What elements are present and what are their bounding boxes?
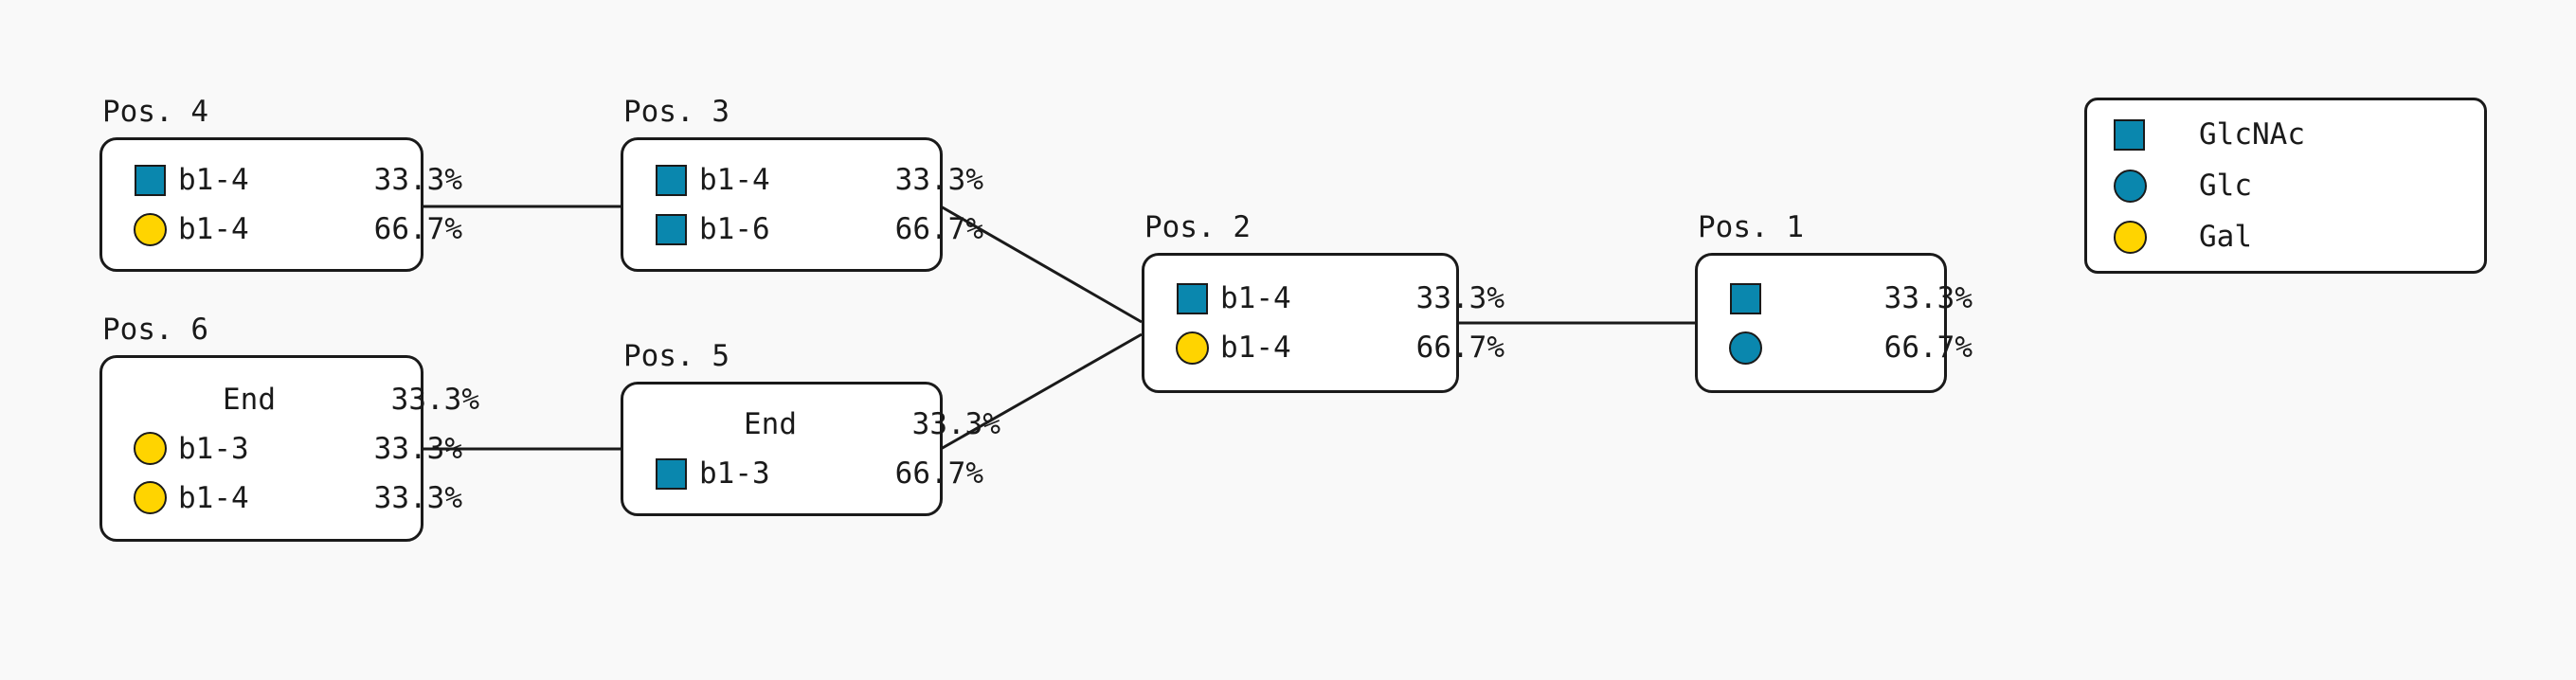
blue-circle-icon	[2114, 169, 2199, 203]
node-pos-2-row-2[interactable]: b1-4 66.7%	[1144, 323, 1504, 372]
node-pos-1-row-1-percent: 33.3%	[1883, 281, 1973, 315]
node-pos-6-title: Pos. 6	[102, 313, 208, 347]
node-pos-1-row-2-percent: 66.7%	[1883, 331, 1973, 365]
node-pos-1-row-1[interactable]: 33.3%	[1698, 274, 1973, 323]
node-pos-2-row-1[interactable]: b1-4 33.3%	[1144, 274, 1504, 323]
node-pos-3-row-1-percent: 33.3%	[894, 163, 983, 197]
node-pos-5-row-1-percent: 33.3%	[911, 407, 1000, 441]
blue-square-icon	[642, 164, 699, 196]
node-pos-5-title: Pos. 5	[623, 339, 730, 373]
blue-square-icon	[642, 213, 699, 245]
blue-square-icon	[121, 164, 178, 196]
node-pos-4-row-2-linkage: b1-4	[178, 212, 249, 246]
node-pos-5-row-2-linkage: b1-3	[699, 456, 770, 491]
node-pos-6-row-1-linkage: End	[223, 382, 276, 417]
node-pos-6-row-2[interactable]: b1-3 33.3%	[102, 424, 462, 474]
node-pos-4-title: Pos. 4	[102, 95, 208, 129]
blue-circle-icon	[1717, 331, 1774, 365]
legend-item-glc-label: Glc	[2199, 169, 2252, 203]
node-pos-5[interactable]: Pos. 5 End 33.3% b1-3 66.7%	[621, 339, 1000, 516]
node-pos-5-row-1-linkage: End	[744, 407, 797, 441]
node-pos-2-row-1-linkage: b1-4	[1220, 281, 1291, 315]
node-pos-6-row-3-percent: 33.3%	[373, 480, 462, 515]
node-pos-6-row-1[interactable]: End 33.3%	[102, 375, 479, 424]
node-pos-5-row-1[interactable]: End 33.3%	[623, 400, 1000, 449]
no-glyph-placeholder	[121, 384, 178, 415]
legend-panel: GlcNAc Glc Gal	[2084, 98, 2487, 274]
yellow-circle-icon	[121, 432, 178, 465]
node-pos-1-row-2[interactable]: 66.7%	[1698, 323, 1973, 372]
node-pos-4-row-1-percent: 33.3%	[373, 163, 462, 197]
node-pos-5-row-2-percent: 66.7%	[894, 456, 983, 491]
node-pos-2-row-2-linkage: b1-4	[1220, 331, 1291, 365]
node-pos-3-row-1-linkage: b1-4	[699, 163, 770, 197]
no-glyph-placeholder	[642, 409, 699, 440]
node-pos-2[interactable]: Pos. 2 b1-4 33.3% b1-4 66.7%	[1142, 210, 1504, 393]
yellow-circle-icon	[2114, 220, 2199, 254]
node-pos-3-title: Pos. 3	[623, 95, 730, 129]
node-pos-6-row-1-percent: 33.3%	[390, 382, 479, 417]
node-pos-5-row-2[interactable]: b1-3 66.7%	[623, 449, 983, 498]
yellow-circle-icon	[121, 481, 178, 514]
blue-square-icon	[1717, 282, 1774, 314]
legend-item-gal[interactable]: Gal	[2087, 211, 2484, 262]
node-pos-6-row-2-linkage: b1-3	[178, 431, 249, 466]
legend-item-glcnac-label: GlcNAc	[2199, 117, 2305, 152]
node-pos-2-title: Pos. 2	[1144, 210, 1251, 244]
legend-item-glc[interactable]: Glc	[2087, 160, 2484, 211]
blue-square-icon	[2114, 118, 2199, 151]
node-pos-4-row-2[interactable]: b1-4 66.7%	[102, 205, 462, 254]
node-pos-4-row-2-percent: 66.7%	[373, 212, 462, 246]
node-pos-4-row-1-linkage: b1-4	[178, 163, 249, 197]
blue-square-icon	[642, 457, 699, 490]
yellow-circle-icon	[121, 212, 178, 246]
node-pos-2-row-2-percent: 66.7%	[1415, 331, 1504, 365]
blue-square-icon	[1163, 282, 1220, 314]
node-pos-4[interactable]: Pos. 4 b1-4 33.3% b1-4 66.7%	[99, 95, 462, 272]
legend-item-glcnac[interactable]: GlcNAc	[2087, 109, 2484, 160]
node-pos-3-row-1[interactable]: b1-4 33.3%	[623, 155, 983, 205]
node-pos-3-row-2[interactable]: b1-6 66.7%	[623, 205, 983, 254]
node-pos-6-row-3-linkage: b1-4	[178, 480, 249, 515]
node-pos-1[interactable]: Pos. 1 33.3% 66.7%	[1695, 210, 1973, 393]
yellow-circle-icon	[1163, 331, 1220, 365]
node-pos-6-row-3[interactable]: b1-4 33.3%	[102, 474, 462, 523]
node-pos-3-row-2-linkage: b1-6	[699, 212, 770, 246]
node-pos-2-row-1-percent: 33.3%	[1415, 281, 1504, 315]
node-pos-3[interactable]: Pos. 3 b1-4 33.3% b1-6 66.7%	[621, 95, 983, 272]
node-pos-1-title: Pos. 1	[1698, 210, 1804, 244]
legend-item-gal-label: Gal	[2199, 220, 2252, 254]
node-pos-6-row-2-percent: 33.3%	[373, 431, 462, 466]
node-pos-3-row-2-percent: 66.7%	[894, 212, 983, 246]
node-pos-4-row-1[interactable]: b1-4 33.3%	[102, 155, 462, 205]
node-pos-6[interactable]: Pos. 6 End 33.3% b1-3 33.3% b1-4 33.3%	[99, 313, 479, 542]
